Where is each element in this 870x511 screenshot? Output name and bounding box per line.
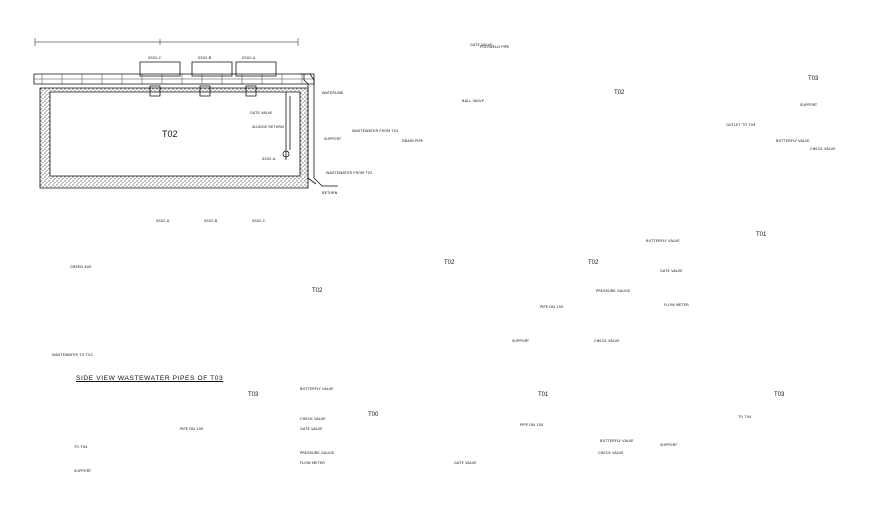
note-label: POLYWELD PIPE [480, 45, 510, 49]
note-label: WASTEWATER TO T02 [52, 353, 93, 357]
note-label: TO T04 [74, 445, 88, 449]
note-label: SUPPORT [660, 443, 678, 447]
note-label: SUPPORT [512, 339, 530, 343]
tank-label-t03-section: T03 [808, 76, 819, 82]
note-label: WASTEWATER FROM T02 [352, 129, 399, 133]
note-label: WATERLINE [322, 91, 344, 95]
note-label: BUTTERFLY VALVE [300, 387, 334, 391]
pump-label: SS02-B [204, 219, 218, 223]
note-label: PRESSURE GAUGE [596, 289, 631, 293]
note-label: FLOW METER [664, 303, 689, 307]
pump-label: SS02-C [148, 56, 162, 60]
pump-label: SS02-A [156, 219, 170, 223]
note-label: SUPPORT [74, 469, 92, 473]
note-label: BUTTERFLY VALVE [600, 439, 634, 443]
tank-label-t01: T01 [756, 232, 767, 238]
tank-label-t00: T00 [368, 412, 379, 418]
note-label: GATE VALVE [250, 111, 273, 115]
note-label: FLOW METER [300, 461, 325, 465]
tank-label-t02-mid: T02 [588, 260, 599, 266]
note-label: DRAIN PIPE [402, 139, 424, 143]
tank-label-t01-bottom: T01 [538, 392, 549, 398]
pump-label: SS02-B [198, 56, 212, 60]
tank-label-t02-plan: T02 [162, 129, 178, 139]
note-label: SS02-A [262, 157, 276, 161]
note-label: RETURN [322, 191, 338, 195]
note-label: WASTEWATER FROM T02 [326, 171, 373, 175]
note-label: TO T04 [738, 415, 752, 419]
note-label: CHECK VALVE [810, 147, 836, 151]
pump-label: SS02-A [242, 56, 256, 60]
note-label: PIPE DN 150 [540, 305, 564, 309]
note-label: BUTTERFLY VALVE [646, 239, 680, 243]
note-label: PIPE DN 150 [520, 423, 544, 427]
plan-view-top-left [34, 38, 338, 188]
note-label: GATE VALVE [454, 461, 477, 465]
tank-label-t02-elevation: T02 [312, 288, 323, 294]
note-label: GATE VALVE [660, 269, 683, 273]
note-label: GREEN 400 [70, 265, 92, 269]
note-label: SUPPORT [800, 103, 818, 107]
note-label: SLUDGE RETURN [252, 125, 284, 129]
note-label: CHECK VALVE [300, 417, 326, 421]
note-label: SUPPORT [324, 137, 342, 141]
note-label: PRESSURE GAUGE [300, 451, 335, 455]
tank-label-t03-side: T03 [248, 392, 259, 398]
note-label: BUTTERFLY VALVE [776, 139, 810, 143]
view-title-side-view: SIDE VIEW WASTEWATER PIPES OF T03 [76, 375, 224, 382]
note-label: CHECK VALVE [594, 339, 620, 343]
note-label: BALL VALVE [462, 99, 485, 103]
pump-label: SS02-C [252, 219, 266, 223]
note-label: PIPE DN 100 [180, 427, 204, 431]
tank-label-t02-section: T02 [614, 90, 625, 96]
note-label: CHECK VALVE [598, 451, 624, 455]
note-label: GATE VALVE [300, 427, 323, 431]
tank-label-t03-bottom: T03 [774, 392, 785, 398]
note-label: OUTLET TO T04 [726, 123, 756, 127]
tank-label-t02-left: T02 [444, 260, 455, 266]
note-label: GATE VALVE [470, 43, 493, 47]
